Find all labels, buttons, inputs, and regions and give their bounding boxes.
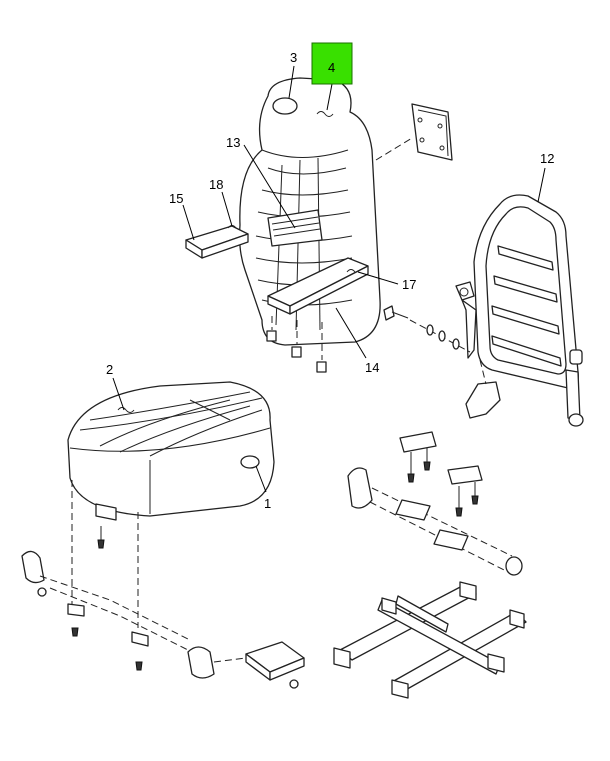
seat-cushion	[67, 381, 275, 628]
mounting-plate	[375, 103, 453, 161]
callout-1[interactable]: 1	[264, 496, 271, 511]
callout-4[interactable]: 4	[328, 60, 335, 75]
callout-15[interactable]: 15	[169, 191, 183, 206]
bolt-assembly	[383, 305, 471, 353]
armrest-right	[267, 257, 369, 315]
seat-back-frame	[455, 194, 584, 427]
seat-base-frame	[347, 431, 523, 576]
scissor-mechanism	[333, 581, 527, 699]
callout-13[interactable]: 13	[226, 135, 240, 150]
armrest-left	[185, 225, 249, 259]
callout-12[interactable]: 12	[540, 151, 554, 166]
callout-4-highlight[interactable]	[311, 42, 353, 85]
leader-lines	[112, 65, 546, 493]
callout-3[interactable]: 3	[290, 50, 297, 65]
callout-14[interactable]: 14	[365, 360, 379, 375]
seat-slide-rail	[21, 503, 305, 689]
callout-2[interactable]: 2	[106, 362, 113, 377]
seat-back	[238, 77, 381, 373]
callout-18[interactable]: 18	[209, 177, 223, 192]
callout-17[interactable]: 17	[402, 277, 416, 292]
